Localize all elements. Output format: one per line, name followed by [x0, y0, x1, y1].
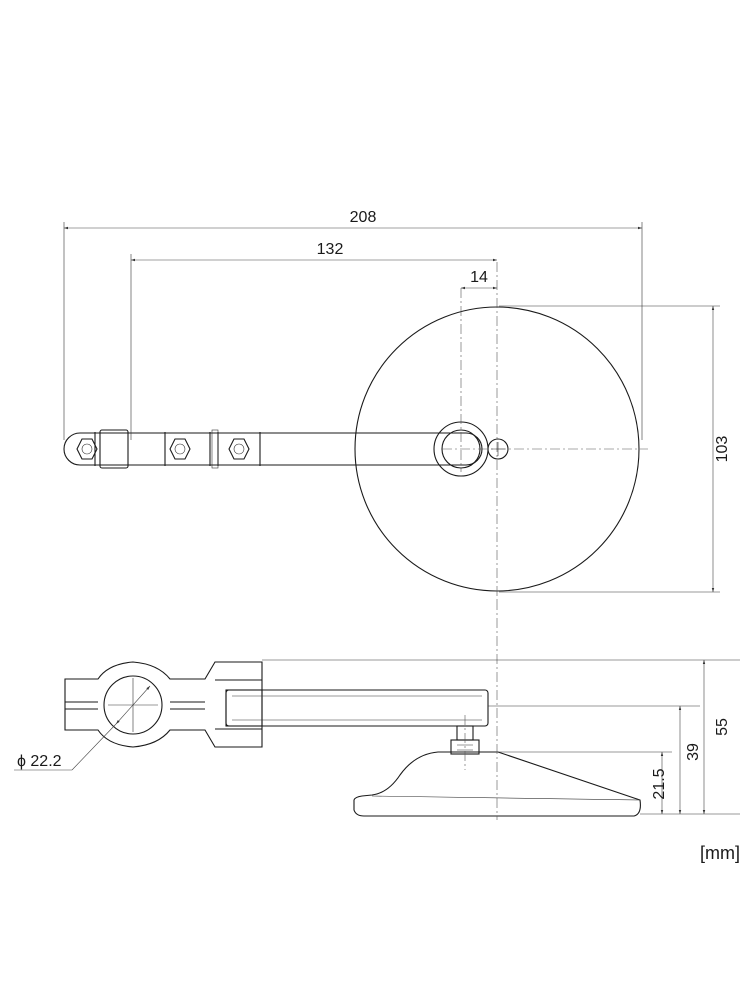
dim-14-label: 14: [470, 269, 488, 286]
dim-mirror-height: 21.5: [651, 752, 668, 814]
side-arm: [225, 689, 489, 727]
dim-55-label: 55: [714, 718, 731, 736]
mirror-arm: [63, 429, 483, 469]
dim-clamp-height: 39: [678, 706, 702, 814]
mirror-body-side: [353, 751, 641, 817]
dim-total-height: 55: [702, 660, 731, 814]
unit-label: [mm]: [700, 843, 740, 863]
bolt-hex-1: [76, 438, 98, 460]
dim-arm-length: 132: [131, 241, 497, 262]
dim-103-label: 103: [714, 436, 731, 463]
dim-overall-width: 208: [64, 209, 642, 230]
dim-mirror-diameter: 103: [711, 306, 731, 592]
dim-39-label: 39: [685, 743, 702, 761]
dim-208-label: 208: [350, 209, 377, 226]
bar-clamp: [64, 661, 263, 748]
bolt-hex-2: [169, 438, 191, 460]
bolt-hex-3: [228, 438, 250, 460]
dim-21-5-label: 21.5: [651, 768, 668, 799]
dim-phi-22-2-label: ϕ 22.2: [17, 753, 62, 770]
top-view: [63, 222, 720, 600]
dim-132-label: 132: [317, 241, 344, 258]
side-view: [64, 600, 740, 820]
dim-offset: 14: [461, 269, 497, 290]
dim-bar-diameter: ϕ 22.2: [14, 685, 151, 771]
